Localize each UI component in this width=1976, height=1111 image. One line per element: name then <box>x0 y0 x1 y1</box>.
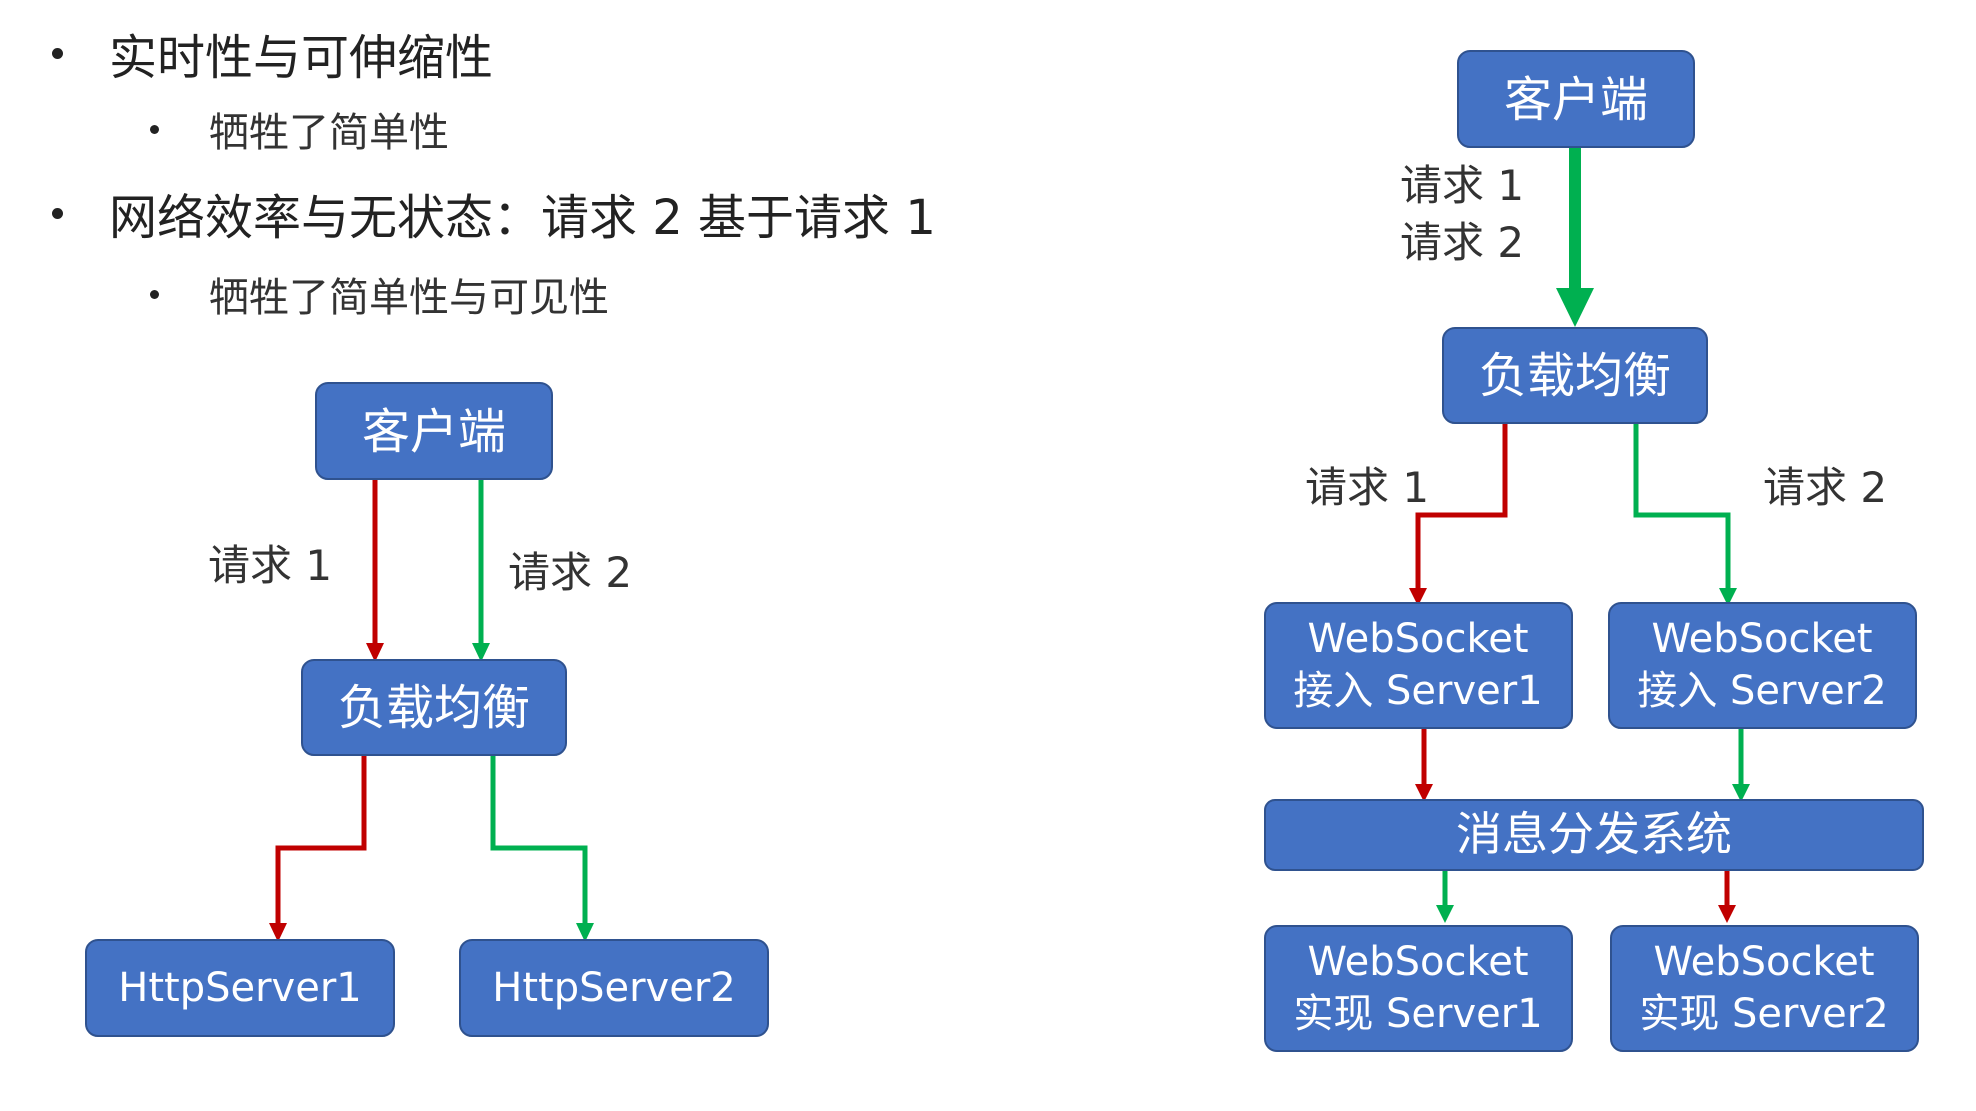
right-edge-client-lb <box>1556 147 1594 327</box>
bullet-dot <box>52 207 63 219</box>
bullet-2-text: 网络效率与无状态：请求 2 基于请求 1 <box>109 190 936 246</box>
right-label-req2: 请求 2 <box>1400 218 1524 267</box>
right-edge-lb-access2 <box>1633 423 1737 606</box>
right-node-impl2: WebSocket 实现 Server2 <box>1610 925 1919 1052</box>
right-label-lb-req1: 请求 1 <box>1305 463 1429 512</box>
right-node-client-label: 客户端 <box>1504 72 1648 128</box>
left-edge-client-lb-req2 <box>472 480 490 662</box>
right-node-access1-line1: WebSocket <box>1307 616 1528 662</box>
left-edge-lb-server1 <box>269 755 367 942</box>
bullet-dot <box>52 47 63 59</box>
right-edge-dispatch-impl1 <box>1436 870 1454 923</box>
right-diagram: 请求 1 请求 2 请求 1 请求 2 客户端 负载均衡 WebSocket 接… <box>1264 50 1924 1052</box>
bullet-2: 网络效率与无状态：请求 2 基于请求 1 <box>52 178 936 248</box>
right-node-load-balancer-label: 负载均衡 <box>1479 348 1671 404</box>
right-edge-access1-dispatch <box>1415 728 1433 802</box>
right-edge-dispatch-impl2 <box>1718 870 1736 923</box>
left-label-req2: 请求 2 <box>508 548 632 597</box>
right-node-client: 客户端 <box>1457 50 1695 148</box>
right-node-impl1-line2: 实现 Server1 <box>1293 991 1542 1037</box>
right-node-impl2-line1: WebSocket <box>1653 939 1874 985</box>
bullet-1-sub-text: 牺牲了简单性 <box>209 110 449 156</box>
left-node-client-label: 客户端 <box>362 404 506 460</box>
right-node-dispatch: 消息分发系统 <box>1264 799 1924 871</box>
bullet-1-text: 实时性与可伸缩性 <box>109 30 494 86</box>
left-node-server2: HttpServer2 <box>459 939 769 1037</box>
bullet-2-sub: 牺牲了简单性与可见性 <box>150 265 609 323</box>
left-node-load-balancer: 负载均衡 <box>301 659 567 756</box>
right-edge-lb-access1 <box>1409 423 1508 606</box>
right-node-access2-line2: 接入 Server2 <box>1637 668 1886 714</box>
right-node-impl2-line2: 实现 Server2 <box>1639 991 1888 1037</box>
right-node-access1: WebSocket 接入 Server1 <box>1264 602 1573 729</box>
left-edge-lb-server2 <box>490 755 594 942</box>
bullet-1-sub: 牺牲了简单性 <box>150 100 449 158</box>
right-node-access2: WebSocket 接入 Server2 <box>1608 602 1917 729</box>
right-label-lb-req2: 请求 2 <box>1763 463 1887 512</box>
right-node-access2-line1: WebSocket <box>1651 616 1872 662</box>
right-node-load-balancer: 负载均衡 <box>1442 327 1708 424</box>
bullet-dot <box>150 124 159 134</box>
right-node-access1-line2: 接入 Server1 <box>1293 668 1542 714</box>
left-diagram: 请求 1 请求 2 客户端 负载均衡 HttpServer1 HttpServe… <box>85 382 769 1037</box>
right-label-req1: 请求 1 <box>1400 161 1524 210</box>
left-node-server1: HttpServer1 <box>85 939 395 1037</box>
right-node-dispatch-label: 消息分发系统 <box>1456 807 1732 861</box>
bullet-2-sub-text: 牺牲了简单性与可见性 <box>209 275 609 321</box>
bullet-1: 实时性与可伸缩性 <box>52 18 493 88</box>
right-node-impl1-line1: WebSocket <box>1307 939 1528 985</box>
bullet-dot <box>150 289 159 299</box>
left-node-server2-label: HttpServer2 <box>492 965 735 1011</box>
left-node-load-balancer-label: 负载均衡 <box>338 680 530 736</box>
left-node-server1-label: HttpServer1 <box>118 965 361 1011</box>
right-edge-access2-dispatch <box>1732 728 1750 802</box>
left-node-client: 客户端 <box>315 382 553 480</box>
left-edge-client-lb-req1 <box>366 480 384 662</box>
right-node-impl1: WebSocket 实现 Server1 <box>1264 925 1573 1052</box>
left-label-req1: 请求 1 <box>208 541 332 590</box>
